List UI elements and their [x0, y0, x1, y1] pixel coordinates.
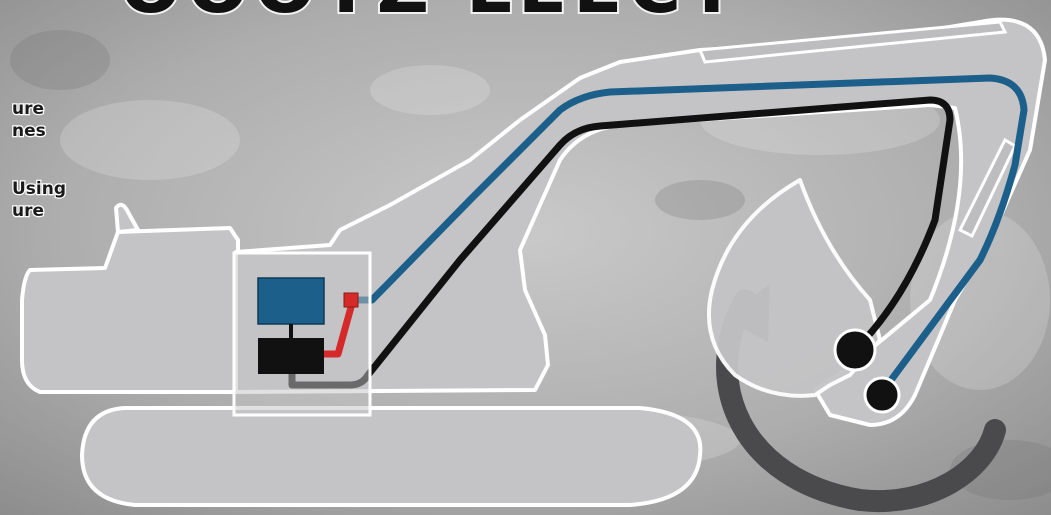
side-text-line3: Using	[12, 179, 66, 199]
title-fragment: OOOTZ LEECT	[120, 0, 742, 29]
boom-pin-lower	[865, 378, 899, 412]
blue-component-box	[258, 278, 324, 324]
side-text-line2: nes	[12, 121, 46, 141]
excavator-tracks	[82, 408, 700, 505]
boom-pin-upper	[835, 330, 875, 370]
red-fitting	[344, 293, 358, 307]
side-text-line1: ure	[12, 99, 44, 119]
black-component-box	[258, 338, 324, 374]
side-text-line4: ure	[12, 201, 44, 221]
